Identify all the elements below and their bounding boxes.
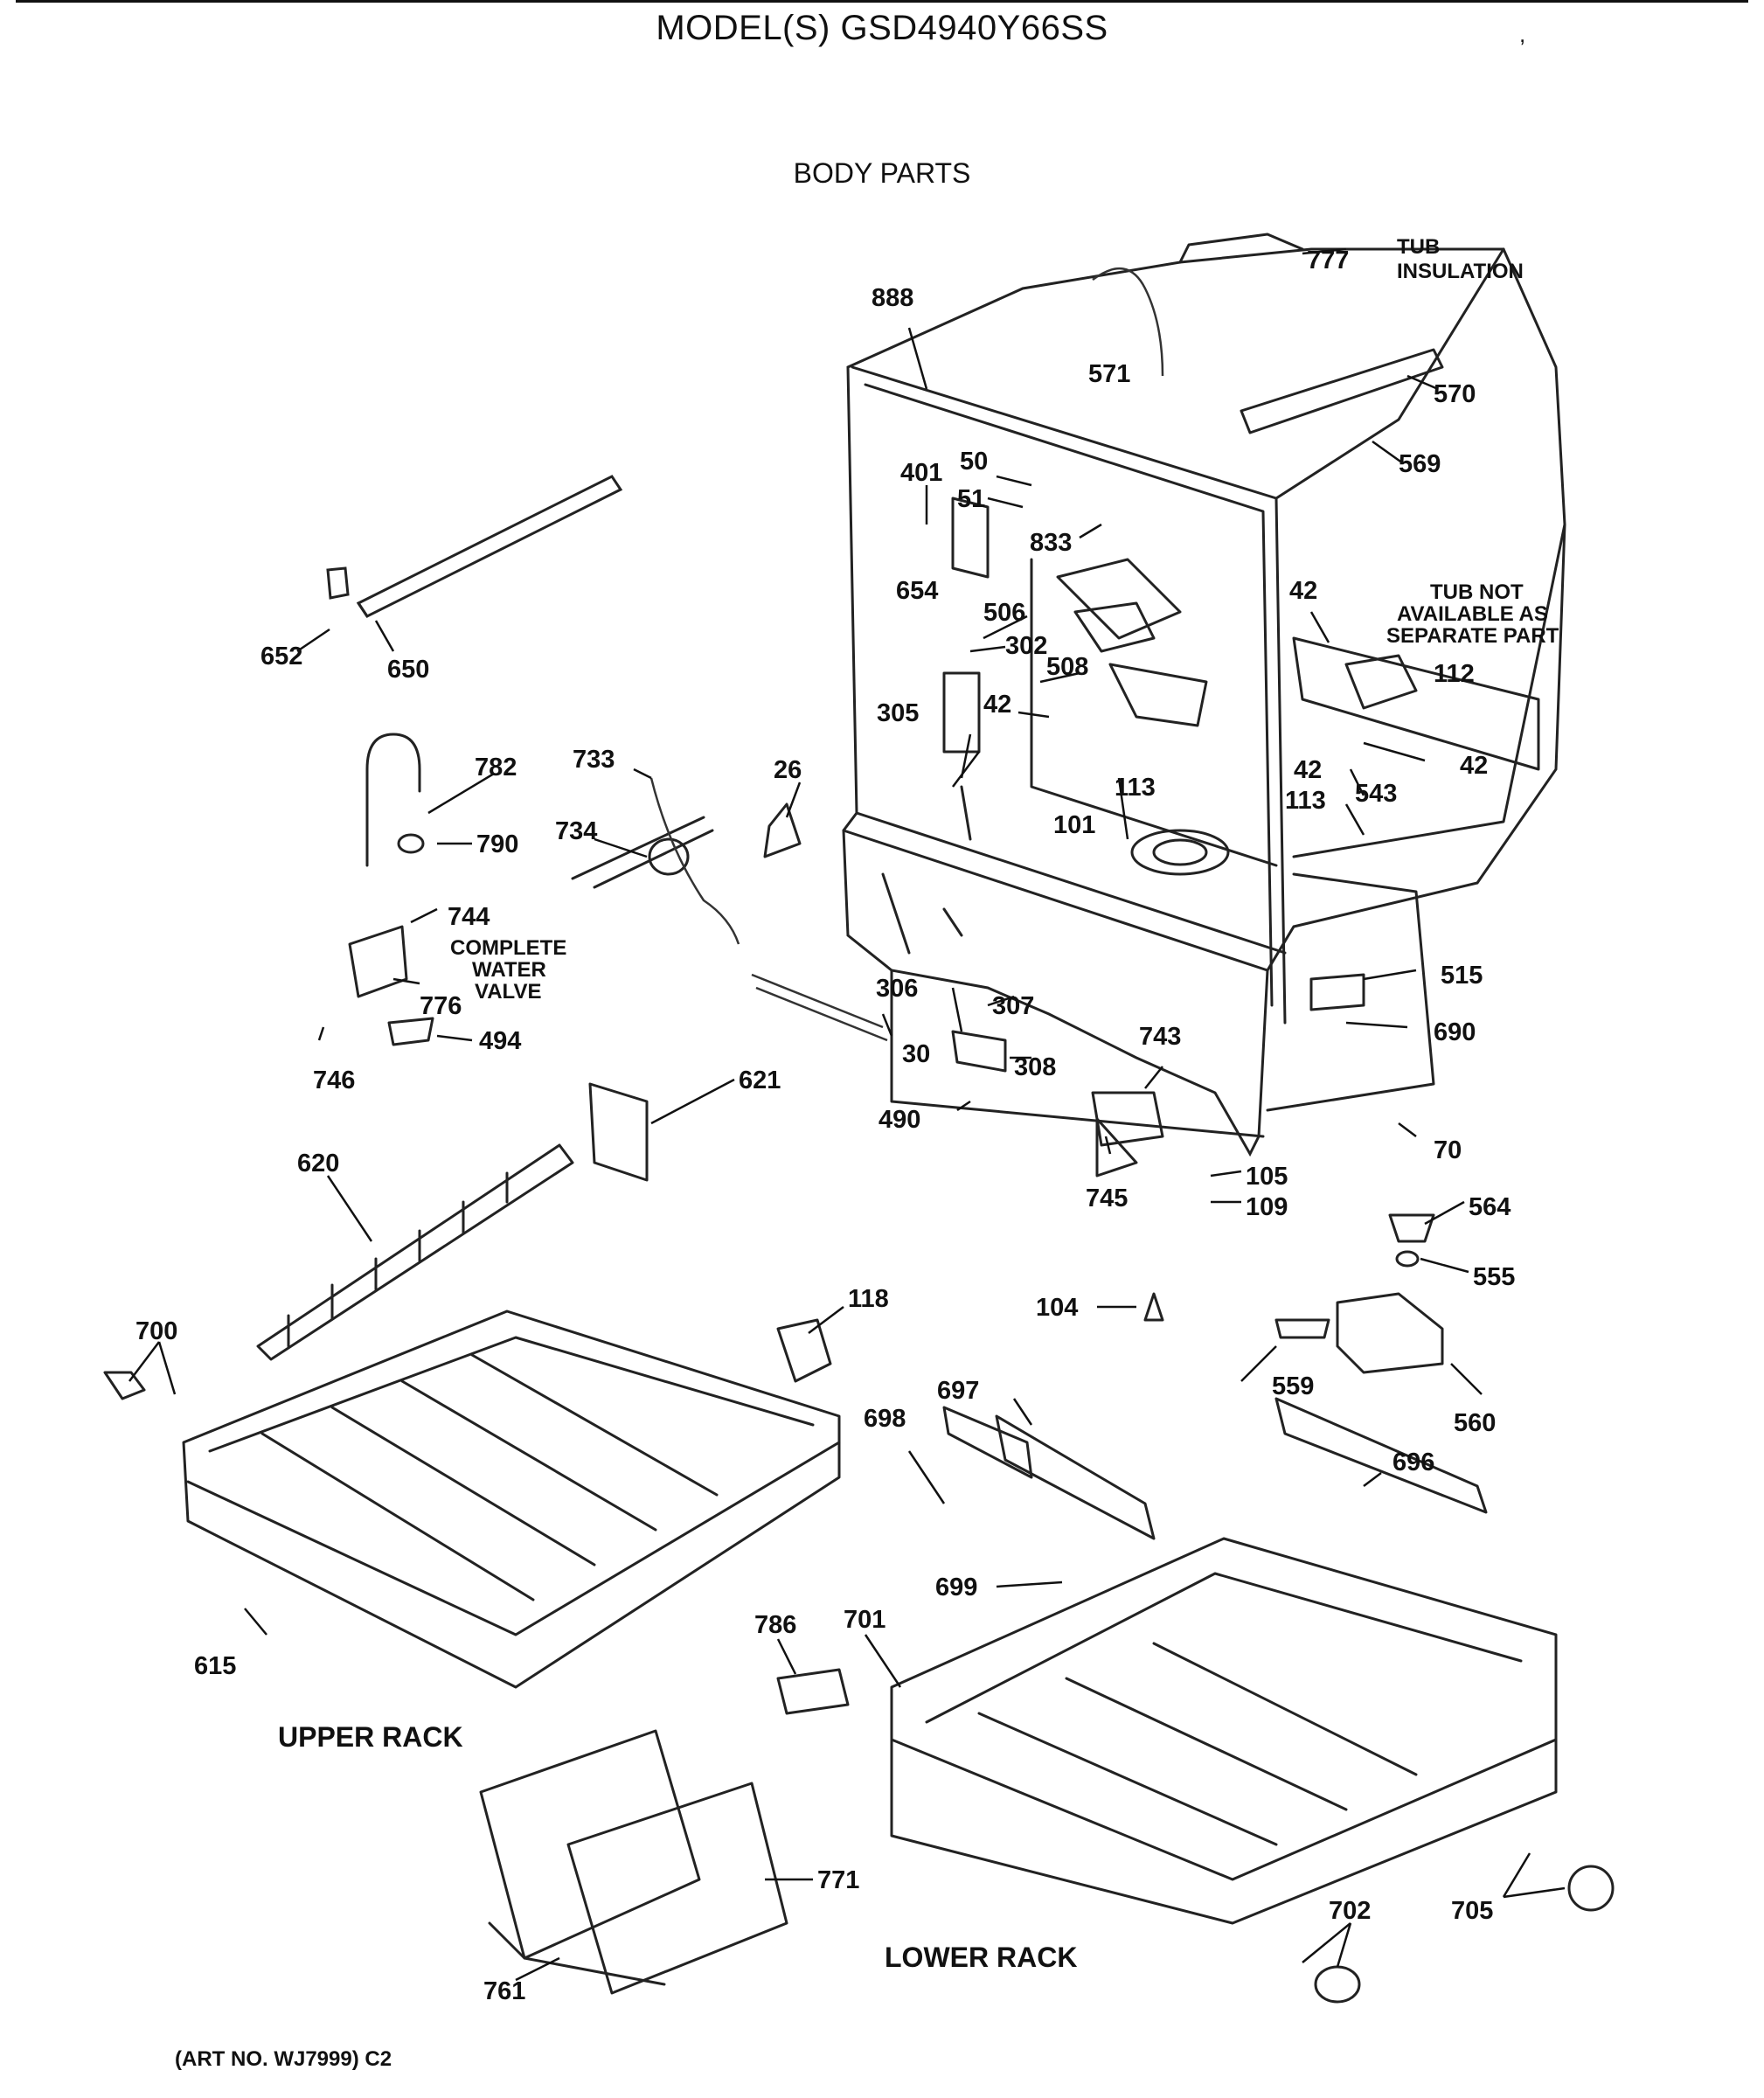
callout-615: 615	[194, 1652, 236, 1680]
left-parts	[326, 475, 1444, 1383]
callout-745: 745	[1086, 1184, 1128, 1212]
callout-621: 621	[739, 1066, 781, 1094]
callout-70: 70	[1434, 1136, 1462, 1164]
callout-744: 744	[448, 903, 490, 931]
callout-559: 559	[1272, 1372, 1314, 1400]
callout-506: 506	[983, 599, 1025, 627]
callout-734: 734	[555, 817, 597, 845]
section-title: BODY PARTS	[793, 157, 971, 189]
racks	[103, 1143, 1615, 2004]
callout-702: 702	[1329, 1897, 1371, 1925]
callout-833: 833	[1030, 529, 1072, 557]
callout-42-mid: 42	[1294, 756, 1322, 784]
callout-888: 888	[872, 284, 913, 312]
annotation-notes: TUB INSULATION TUB NOT AVAILABLE AS SEPA…	[278, 235, 1559, 1973]
callout-790: 790	[476, 830, 518, 858]
note-tub-not-1: TUB NOT	[1430, 580, 1524, 604]
callout-652: 652	[260, 643, 302, 670]
callout-697: 697	[937, 1377, 979, 1405]
callout-777: 777	[1307, 247, 1349, 274]
callout-30: 30	[902, 1040, 930, 1068]
art-number-note: (ART NO. WJ7999) C2	[175, 2047, 392, 2071]
callout-761: 761	[483, 1977, 525, 2005]
tub-assembly	[842, 233, 1566, 1157]
callout-569: 569	[1399, 450, 1441, 478]
callout-543: 543	[1355, 780, 1397, 808]
callout-746: 746	[313, 1066, 355, 1094]
callout-101: 101	[1053, 811, 1095, 839]
callout-112: 112	[1434, 660, 1475, 688]
note-water-valve-2: WATER	[472, 958, 546, 982]
lower-rack-label: LOWER RACK	[885, 1942, 1077, 1973]
callout-494: 494	[479, 1027, 521, 1055]
callout-42-top: 42	[1289, 577, 1317, 605]
model-title: MODEL(S) GSD4940Y66SS	[656, 9, 1108, 47]
callout-690: 690	[1434, 1018, 1476, 1046]
callout-515: 515	[1441, 962, 1483, 990]
callout-776: 776	[420, 992, 462, 1020]
callout-490: 490	[879, 1106, 920, 1134]
upper-rack-label: UPPER RACK	[278, 1721, 463, 1753]
callout-705: 705	[1451, 1897, 1493, 1925]
callout-771: 771	[817, 1866, 859, 1894]
callout-564: 564	[1469, 1193, 1511, 1221]
note-water-valve-3: VALVE	[475, 980, 541, 1004]
callout-555: 555	[1473, 1263, 1515, 1291]
callout-118: 118	[848, 1285, 889, 1313]
callout-571: 571	[1088, 360, 1130, 388]
callout-113-right: 113	[1285, 787, 1326, 815]
callout-42-right: 42	[1460, 752, 1488, 780]
callout-700: 700	[135, 1317, 177, 1345]
callout-620: 620	[297, 1150, 339, 1178]
callout-50: 50	[960, 448, 988, 476]
callout-305: 305	[877, 699, 919, 727]
leader-lines	[128, 247, 1566, 1982]
callout-113-left: 113	[1115, 774, 1156, 802]
callout-650: 650	[387, 656, 429, 684]
callout-654: 654	[896, 577, 938, 605]
callout-782: 782	[475, 754, 517, 782]
note-water-valve-1: COMPLETE	[450, 936, 566, 960]
callout-786: 786	[754, 1611, 796, 1639]
callout-labels: 777 888 571 570 569 401 50 51 833 654 50…	[135, 247, 1515, 2005]
callout-51: 51	[957, 485, 985, 513]
callout-733: 733	[573, 746, 615, 774]
callout-26: 26	[774, 756, 802, 784]
callout-105: 105	[1246, 1163, 1288, 1191]
note-tub-insulation-1: TUB	[1397, 235, 1440, 259]
callout-109: 109	[1246, 1193, 1288, 1221]
stray-mark: ,	[1519, 21, 1526, 47]
note-tub-insulation-2: INSULATION	[1397, 260, 1524, 283]
callout-42-left: 42	[983, 691, 1011, 719]
callout-743: 743	[1139, 1023, 1181, 1051]
note-tub-not-3: SEPARATE PART	[1386, 624, 1559, 648]
callout-560: 560	[1454, 1409, 1496, 1437]
callout-701: 701	[844, 1606, 885, 1634]
callout-401: 401	[900, 459, 942, 487]
top-rule	[16, 0, 1748, 3]
callout-306: 306	[876, 975, 918, 1003]
callout-698: 698	[864, 1405, 906, 1433]
callout-508: 508	[1046, 653, 1088, 681]
callout-308: 308	[1014, 1053, 1056, 1081]
callout-104: 104	[1036, 1294, 1078, 1322]
callout-307: 307	[992, 992, 1034, 1020]
callout-302: 302	[1005, 632, 1047, 660]
callout-696: 696	[1392, 1448, 1434, 1476]
note-tub-not-2: AVAILABLE AS	[1397, 602, 1548, 626]
callout-570: 570	[1434, 380, 1476, 408]
callout-699: 699	[935, 1574, 977, 1601]
